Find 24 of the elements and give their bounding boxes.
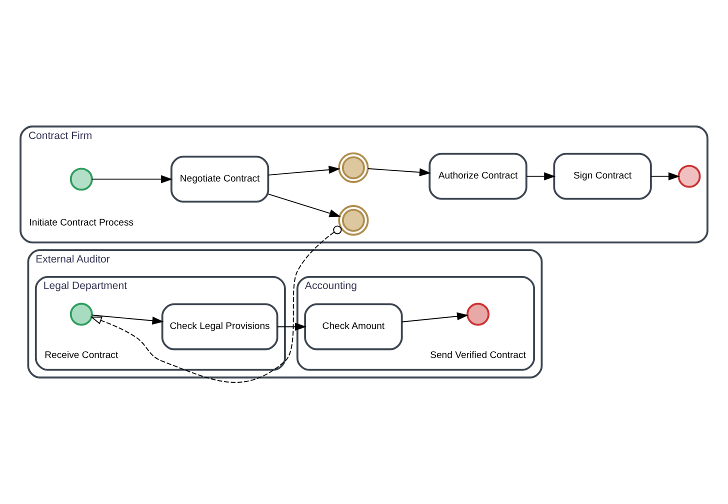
arrow xyxy=(276,322,306,331)
arrow xyxy=(526,172,556,180)
arrow xyxy=(402,312,469,322)
node-box: Check Amount xyxy=(304,303,403,350)
node-circle xyxy=(678,164,701,188)
arrow xyxy=(268,166,340,176)
node-circle xyxy=(70,302,93,326)
node-box: Authorize Contract xyxy=(428,152,528,200)
arrow xyxy=(92,175,173,184)
node-circle xyxy=(70,168,93,191)
arrow xyxy=(368,168,431,176)
arrow xyxy=(650,172,680,180)
node-label: Receive Contract xyxy=(44,350,118,361)
node-box: Check Legal Provisions xyxy=(161,303,278,350)
node-circle xyxy=(466,302,490,326)
node-label: Initiate Contract Process xyxy=(29,218,134,229)
arrow xyxy=(268,194,341,218)
node-box: Negotiate Contract xyxy=(170,156,270,203)
node-label: Send Verified Contract xyxy=(430,350,526,361)
node-box: Sign Contract xyxy=(553,152,652,200)
node-circle xyxy=(338,152,369,184)
arrow xyxy=(90,226,342,383)
arrow xyxy=(92,314,164,325)
node-circle xyxy=(338,205,369,236)
